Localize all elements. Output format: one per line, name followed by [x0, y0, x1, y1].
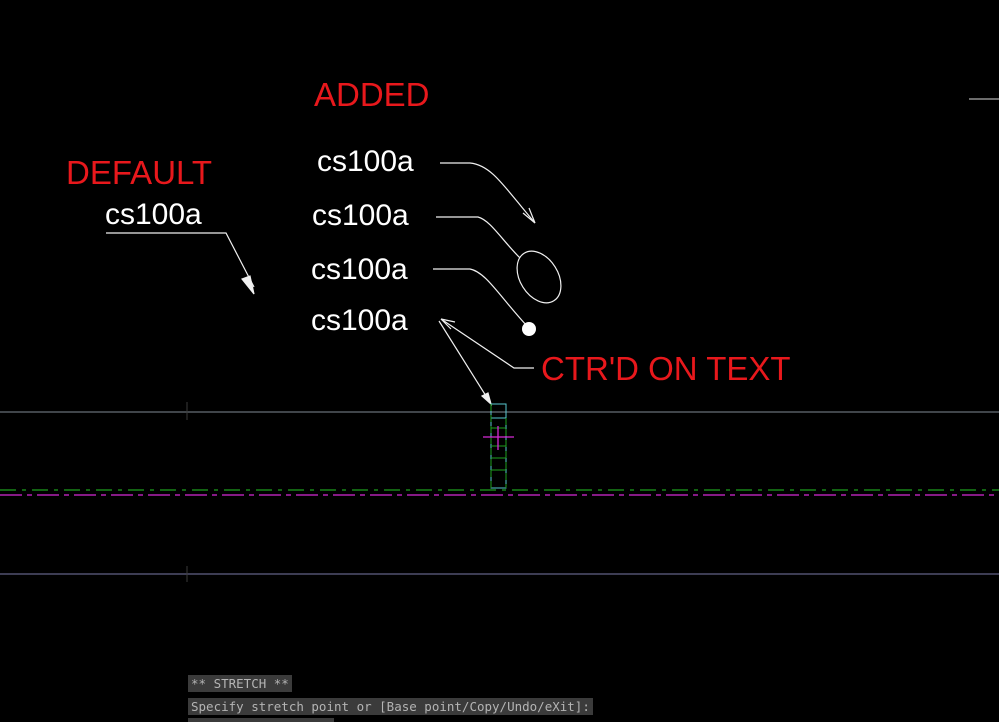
tag-added-open-arrow[interactable]: cs100a	[317, 145, 414, 178]
label-default[interactable]: DEFAULT	[66, 154, 212, 191]
command-prompt[interactable]: Specify stretch point or [Base point/Cop…	[188, 698, 593, 715]
tag-added-ellipse[interactable]: cs100a	[312, 199, 409, 232]
tag-added-dot[interactable]: cs100a	[311, 253, 408, 286]
leader-ellipse[interactable]	[436, 216, 570, 311]
tagged-object[interactable]	[483, 403, 514, 489]
leader-open-arrow[interactable]	[440, 162, 536, 224]
leader-centered-on-text[interactable]	[438, 318, 534, 406]
leader-default[interactable]	[106, 232, 255, 295]
command-input[interactable]	[188, 718, 334, 722]
command-history-line: ** STRETCH **	[188, 675, 292, 692]
label-centered-on-text[interactable]: CTR'D ON TEXT	[541, 350, 791, 387]
leader-dot[interactable]	[433, 268, 536, 336]
tag-default[interactable]: cs100a	[105, 198, 202, 231]
label-added[interactable]: ADDED	[314, 76, 430, 113]
tag-added-centered[interactable]: cs100a	[311, 304, 408, 337]
